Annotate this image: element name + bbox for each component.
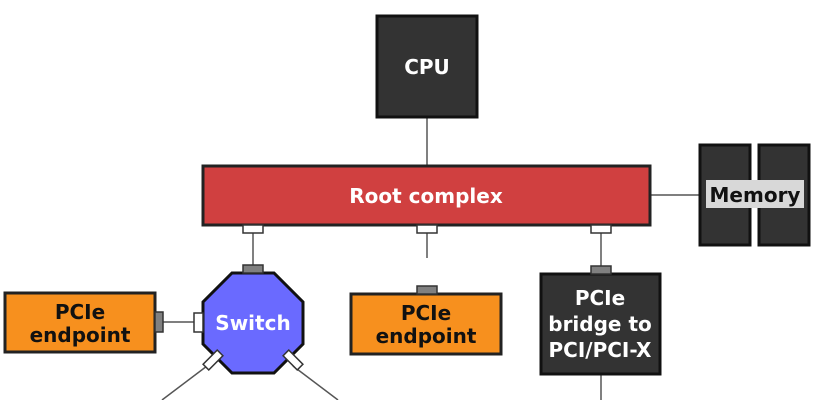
root-complex-label: Root complex [349, 184, 503, 208]
connector-lines [161, 117, 700, 400]
switch-label: Switch [215, 311, 290, 335]
bridge-line3: PCI/PCI-X [549, 338, 653, 362]
cpu-label: CPU [404, 55, 450, 79]
endpoint-left-line2: endpoint [30, 323, 131, 347]
cpu-node: CPU [375, 14, 479, 119]
endpoint-left-port [154, 311, 164, 333]
switch-port-down-left [202, 349, 224, 371]
switch-upstream-port [242, 264, 264, 274]
switch-port-down-right [282, 349, 304, 371]
root-ports [242, 224, 612, 234]
switch-node: Switch [193, 264, 305, 375]
endpoint-left-line1: PCIe [55, 300, 105, 324]
bridge-line2: bridge to [548, 312, 652, 336]
pcie-endpoint-left: PCIe endpoint [3, 291, 164, 354]
root-port-bridge [590, 224, 612, 234]
root-port-endpoint [416, 224, 438, 234]
switch-downlink-left [161, 365, 208, 400]
memory-label: Memory [710, 183, 801, 207]
switch-downlink-right [292, 365, 339, 400]
root-complex-node: Root complex [201, 164, 652, 227]
pcie-endpoint-center: PCIe endpoint [349, 285, 503, 356]
switch-port-left [193, 312, 204, 333]
root-port-switch [242, 224, 264, 234]
endpoint-center-upstream-port [416, 285, 438, 295]
endpoint-center-line1: PCIe [401, 301, 451, 325]
memory-node: Memory [698, 143, 811, 247]
endpoint-center-line2: endpoint [376, 324, 477, 348]
bridge-line1: PCIe [575, 286, 625, 310]
pcie-bridge-node: PCIe bridge to PCI/PCI-X [539, 265, 662, 376]
bridge-upstream-port [590, 265, 612, 275]
